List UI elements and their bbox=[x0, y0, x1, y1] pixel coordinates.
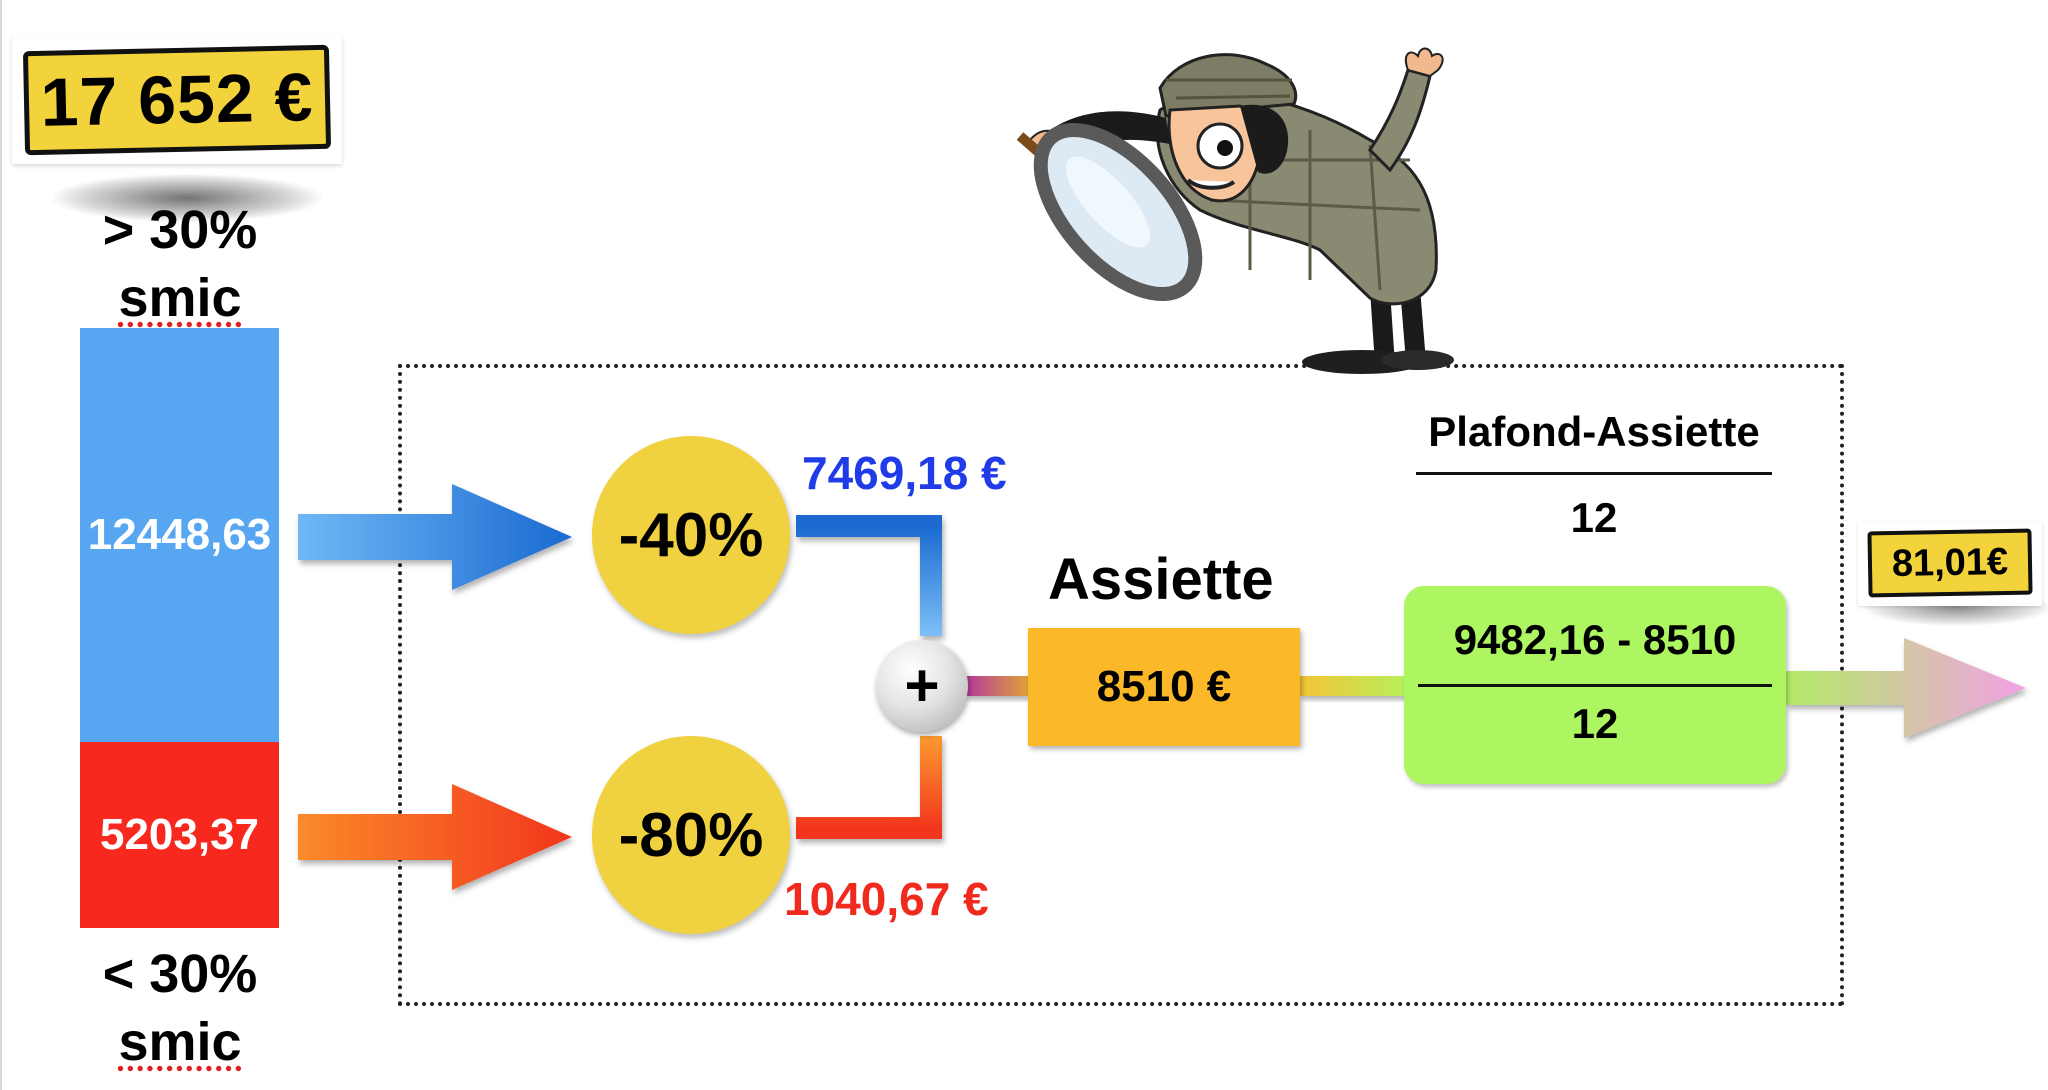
calculation-numerator: 9482,16 - 8510 bbox=[1453, 616, 1737, 663]
bar-upper-segment: 12448,63 bbox=[80, 328, 279, 742]
plus-icon: + bbox=[904, 652, 940, 719]
plus-to-assiette-connector bbox=[966, 676, 1028, 696]
lower-reduction-circle: -80% bbox=[592, 736, 790, 934]
calculation-denominator: 12 bbox=[1571, 700, 1619, 747]
calculation-fraction-bar bbox=[1418, 684, 1772, 687]
total-badge: 17 652 € bbox=[12, 36, 342, 226]
below-smic-label: < 30% smic bbox=[60, 940, 300, 1076]
above-smic-word: smic bbox=[118, 268, 242, 328]
below-smic-word: smic bbox=[118, 1012, 242, 1072]
bar-lower-value: 5203,37 bbox=[99, 810, 260, 859]
output-arrow bbox=[1786, 638, 2026, 738]
assiette-title: Assiette bbox=[1048, 547, 1274, 612]
result-value: 81,01€ bbox=[1867, 528, 2033, 598]
assiette-to-calc-connector bbox=[1300, 676, 1406, 696]
above-smic-label: > 30% smic bbox=[60, 196, 300, 332]
total-badge-shadow bbox=[52, 174, 322, 222]
formula-numerator: Plafond-Assiette bbox=[1428, 408, 1760, 455]
upper-reduction-result: 7469,18 € bbox=[802, 447, 1007, 499]
lower-reduction-rate: -80% bbox=[618, 800, 764, 870]
formula-denominator: 12 bbox=[1570, 494, 1618, 541]
bar-lower-segment: 5203,37 bbox=[80, 742, 279, 928]
assiette-value: 8510 € bbox=[1096, 662, 1232, 711]
left-edge-rule bbox=[0, 0, 2, 1090]
upper-reduction-rate: -40% bbox=[618, 500, 764, 570]
lower-input-arrow bbox=[298, 784, 572, 890]
lower-elbow-connector bbox=[796, 736, 942, 839]
upper-reduction-circle: -40% bbox=[592, 436, 790, 634]
below-smic-prefix: < 30% bbox=[102, 944, 258, 1004]
detective-magnifier-icon bbox=[1016, 47, 1454, 374]
upper-input-arrow bbox=[298, 484, 572, 590]
sum-node: + bbox=[876, 640, 968, 732]
upper-elbow-connector bbox=[796, 515, 942, 636]
bar-upper-value: 12448,63 bbox=[87, 510, 272, 559]
formula-fraction-bar bbox=[1416, 472, 1772, 475]
calculation-box: 9482,16 - 8510 12 bbox=[1404, 586, 1786, 784]
lower-reduction-result: 1040,67 € bbox=[784, 873, 989, 925]
above-smic-prefix: > 30% bbox=[102, 200, 258, 260]
assiette-box: 8510 € bbox=[1028, 628, 1300, 746]
